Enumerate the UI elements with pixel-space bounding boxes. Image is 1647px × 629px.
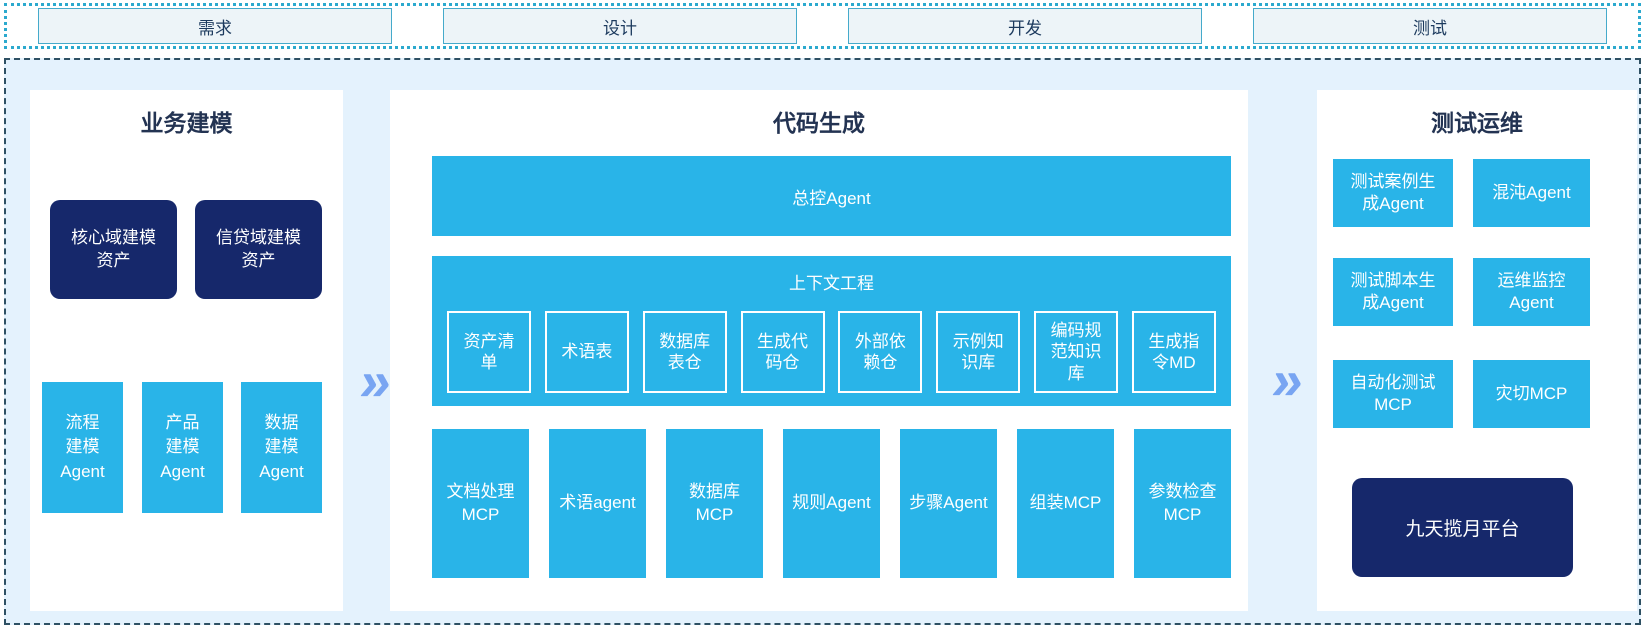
main-canvas: 业务建模 核心域建模 资产 信贷域建模 资产 流程 建模 Agent 产品 建模… (4, 58, 1641, 625)
product-modeling-agent-box: 产品 建模 Agent (142, 382, 223, 513)
panel-business-modeling: 业务建模 核心域建模 资产 信贷域建模 资产 流程 建模 Agent 产品 建模… (30, 90, 343, 611)
rule-agent-box: 规则Agent (783, 429, 880, 578)
phase-requirements: 需求 (38, 8, 392, 44)
step-agent-box: 步骤Agent (900, 429, 997, 578)
panel-test-ops: 测试运维 测试案例生 成Agent 混沌Agent 测试脚本生 成Agent 运… (1317, 90, 1637, 611)
core-domain-modeling-asset-box: 核心域建模 资产 (50, 200, 177, 299)
test-script-gen-agent-box: 测试脚本生 成Agent (1333, 258, 1453, 326)
db-table-repo-box: 数据库 表仓 (642, 311, 727, 393)
panel-code-generation: 代码生成 总控Agent 上下文工程 资产清 单 术语表 数据库 表仓 生成代 … (390, 90, 1248, 611)
param-check-mcp-box: 参数检查 MCP (1134, 429, 1231, 578)
external-deps-repo-box: 外部依 赖仓 (838, 311, 923, 393)
glossary-agent-box: 术语agent (549, 429, 646, 578)
flow-arrow-left-icon: » (356, 349, 397, 412)
jiutian-lanyue-platform-box: 九天揽月平台 (1352, 478, 1573, 577)
code-generation-title: 代码生成 (773, 110, 865, 136)
disaster-switch-mcp-box: 灾切MCP (1473, 360, 1590, 428)
test-ops-title: 测试运维 (1431, 110, 1523, 136)
asset-list-box: 资产清 单 (447, 311, 531, 393)
context-engineering-box: 上下文工程 资产清 单 术语表 数据库 表仓 生成代 码仓 外部依 赖仓 示例知… (432, 256, 1231, 406)
database-mcp-box: 数据库 MCP (666, 429, 763, 578)
automated-test-mcp-box: 自动化测试 MCP (1333, 360, 1453, 428)
master-agent-bar: 总控Agent (432, 156, 1231, 236)
generated-code-repo-box: 生成代 码仓 (740, 311, 825, 393)
process-modeling-agent-box: 流程 建模 Agent (42, 382, 123, 513)
context-engineering-title: 上下文工程 (789, 274, 874, 293)
data-modeling-agent-box: 数据 建模 Agent (241, 382, 322, 513)
business-modeling-title: 业务建模 (140, 110, 233, 136)
phase-bar: 需求 设计 开发 测试 (4, 3, 1641, 49)
phase-development: 开发 (848, 8, 1202, 44)
assembly-mcp-box: 组装MCP (1017, 429, 1114, 578)
glossary-box: 术语表 (544, 311, 629, 393)
context-engineering-items: 资产清 单 术语表 数据库 表仓 生成代 码仓 外部依 赖仓 示例知 识库 编码… (447, 311, 1216, 393)
credit-domain-modeling-asset-box: 信贷域建模 资产 (195, 200, 322, 299)
ops-monitoring-agent-box: 运维监控 Agent (1473, 258, 1590, 326)
example-knowledge-base-box: 示例知 识库 (936, 311, 1021, 393)
code-generation-tools-row: 文档处理 MCP 术语agent 数据库 MCP 规则Agent 步骤Agent… (432, 429, 1231, 578)
doc-processing-mcp-box: 文档处理 MCP (432, 429, 529, 578)
phase-design: 设计 (443, 8, 797, 44)
phase-testing: 测试 (1253, 8, 1607, 44)
generation-instruction-md-box: 生成指 令MD (1131, 311, 1216, 393)
coding-standards-kb-box: 编码规 范知识 库 (1034, 311, 1119, 393)
test-case-gen-agent-box: 测试案例生 成Agent (1333, 159, 1453, 227)
chaos-agent-box: 混沌Agent (1473, 159, 1590, 227)
flow-arrow-right-icon: » (1268, 348, 1309, 411)
